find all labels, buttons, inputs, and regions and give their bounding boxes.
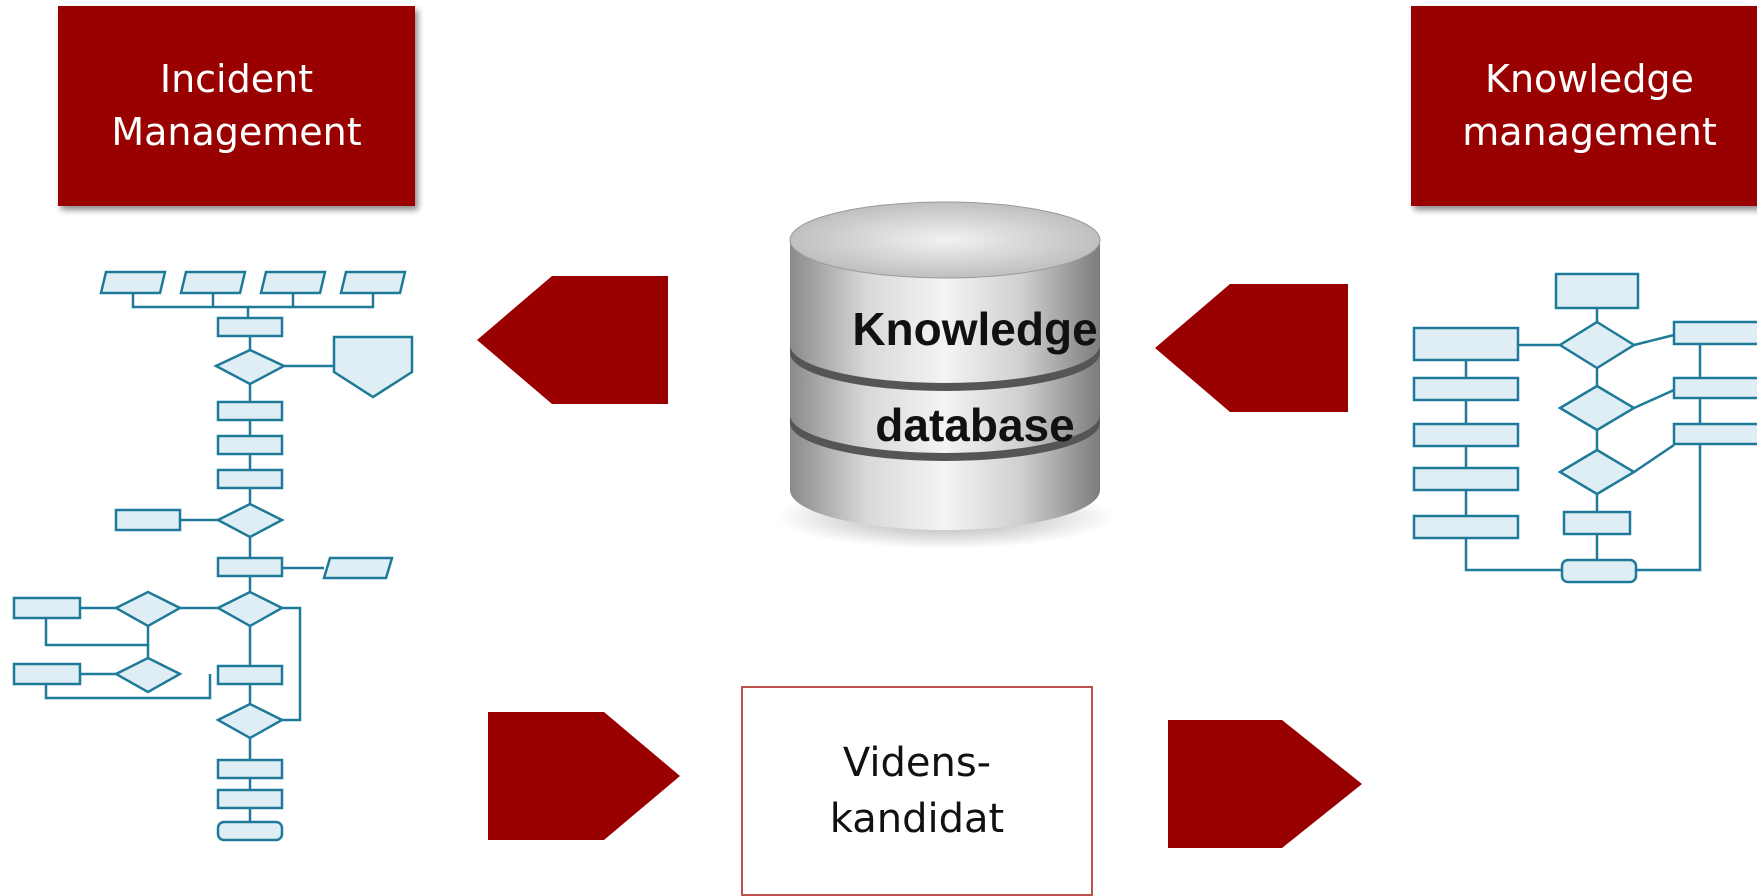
database-icon [775, 201, 1115, 549]
incident-management-title: Incident Management [111, 56, 362, 154]
knowledge-management-box: Knowledge management [1411, 6, 1757, 206]
knowledge-candidate-label: Videns- kandidat [829, 740, 1005, 842]
left-arrow-to-database [1155, 284, 1348, 412]
right-arrow-to-candidate [488, 712, 680, 840]
knowledge-flowchart [1412, 272, 1757, 584]
incident-management-box: Incident Management [58, 6, 415, 206]
knowledge-candidate-box: Videns- kandidat [741, 686, 1093, 896]
knowledge-management-title: Knowledge management [1462, 56, 1717, 154]
incident-flowchart [12, 270, 414, 842]
database-label-line1: Knowledge [852, 303, 1098, 355]
database-label-line2: database [875, 399, 1075, 451]
left-arrow-to-incident [477, 276, 668, 404]
right-arrow-to-knowledge [1168, 720, 1362, 848]
